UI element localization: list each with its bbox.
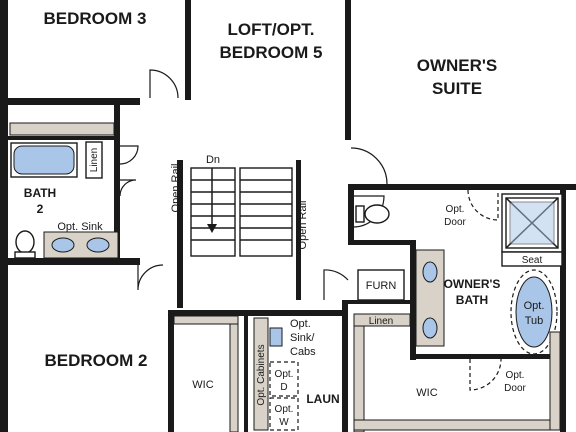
owners-sink-2 [422, 317, 438, 339]
wic-right-shelf-right [549, 331, 561, 431]
label-opt-tub-line2: Tub [525, 315, 544, 327]
label-opt-door-bath-line2: Door [444, 217, 466, 228]
room-owners-suite-line2: SUITE [432, 79, 482, 98]
bath-2-fixtures [9, 122, 119, 259]
label-opt-door-bath: Opt. [446, 204, 465, 215]
room-owners-suite: OWNER'S [417, 56, 498, 75]
label-opt-dryer-line2: D [280, 382, 287, 393]
label-opt-washer-line2: W [279, 417, 289, 428]
doors [119, 69, 388, 300]
room-bath-2-line2: 2 [37, 202, 44, 216]
room-laundry: LAUN [306, 392, 339, 406]
closets-and-laundry [173, 315, 561, 432]
room-loft: LOFT/OPT. [228, 20, 315, 39]
owners-bath-fixtures [353, 193, 563, 355]
bath2-sink-1 [51, 237, 75, 253]
shower-seat [501, 251, 563, 267]
wic-right-shelf-bottom [353, 419, 561, 431]
optional-doors [467, 189, 502, 391]
label-dn: Dn [206, 154, 220, 166]
label-opt-door-wic-line2: Door [504, 383, 526, 394]
linen-closet-bath2 [85, 141, 103, 179]
label-opt-sink: Opt. Sink [57, 221, 103, 233]
stair-down-arrow [207, 224, 217, 233]
label-linen-owners: Linen [369, 316, 393, 327]
label-opt-door-wic: Opt. [506, 370, 525, 381]
wic-left-shelf-top [173, 315, 239, 325]
label-opt-sink-cabs-line3: Cabs [290, 346, 316, 358]
room-bedroom-3: BEDROOM 3 [44, 9, 147, 28]
bath2-sink-2 [86, 237, 110, 253]
opt-tub-outline [510, 269, 558, 355]
wic-right-shelf-left [353, 325, 365, 432]
linen-shelf-owners [353, 313, 411, 327]
label-opt-washer: Opt. [275, 404, 294, 415]
wic-left-shelf-side [229, 323, 239, 432]
label-opt-cabinets: Opt. Cabinets [256, 344, 267, 405]
room-bedroom-2: BEDROOM 2 [45, 351, 148, 370]
bath2-tub [13, 145, 75, 175]
label-opt-sink-cabs: Opt. [290, 318, 311, 330]
label-furn: FURN [366, 280, 397, 292]
room-wic-right: WIC [416, 387, 437, 399]
stair-labels: Dn Open Rail Open Rail [170, 154, 309, 249]
room-loft-line2: BEDROOM 5 [220, 43, 323, 62]
room-bath-2: BATH [24, 186, 56, 200]
opt-cabinets [253, 317, 269, 431]
room-owners-bath-line2: BATH [456, 293, 488, 307]
label-open-rail-left: Open Rail [170, 164, 182, 213]
staircase [190, 167, 293, 257]
label-seat: Seat [522, 255, 543, 266]
bath2-counter [9, 122, 115, 136]
furnace [357, 269, 405, 301]
opt-washer [269, 397, 299, 431]
bath2-toilet [15, 230, 35, 254]
room-wic-left: WIC [192, 379, 213, 391]
opt-tub [515, 276, 553, 348]
room-labels: BEDROOM 3 LOFT/OPT. BEDROOM 5 OWNER'S SU… [24, 9, 501, 406]
label-opt-sink-cabs-line2: Sink/ [290, 332, 315, 344]
room-owners-bath: OWNER'S [444, 277, 501, 291]
laundry-sink [269, 327, 283, 347]
fixture-labels: Linen Opt. Sink FURN Seat Opt. Tub Opt. … [57, 148, 544, 428]
owners-sink-1 [422, 261, 438, 283]
opt-dryer [269, 361, 299, 397]
label-opt-tub: Opt. [524, 300, 545, 312]
label-opt-dryer: Opt. [275, 369, 294, 380]
label-open-rail-right: Open Rail [297, 201, 309, 250]
label-linen-bath2: Linen [89, 148, 100, 172]
owners-toilet [364, 204, 390, 224]
